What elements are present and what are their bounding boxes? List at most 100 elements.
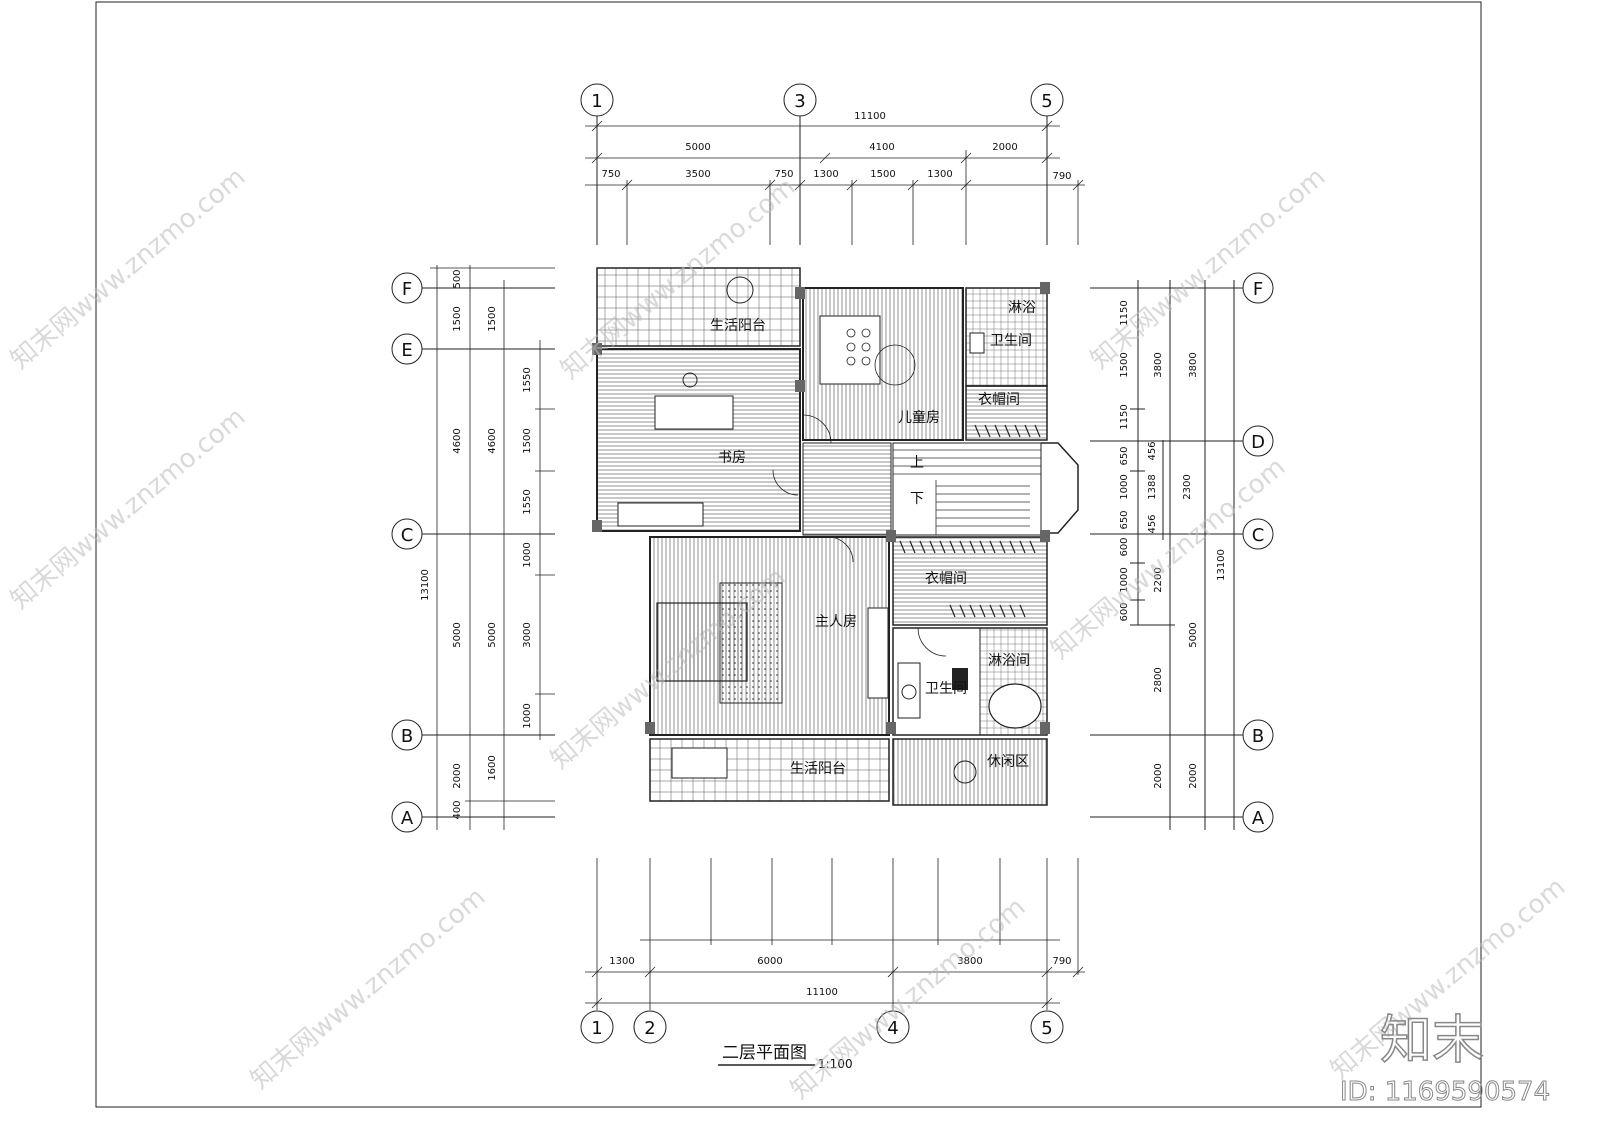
bathtub (988, 683, 1042, 729)
top-dimension-lines (585, 120, 1085, 245)
dim-left-400: 400 (452, 800, 463, 819)
axis-bottom-1: 1 (591, 1018, 602, 1039)
drawing-scale: 1:100 (818, 1057, 853, 1071)
study-chair (682, 372, 698, 388)
label-stair-down: 下 (910, 491, 924, 507)
watermark-3: 知末网www.znzmo.com (1085, 162, 1331, 375)
axis-top-3: 3 (794, 91, 805, 112)
label-kids: 儿童房 (898, 409, 940, 426)
dim-left3-3000: 3000 (522, 622, 533, 647)
dim-right3-2300: 2300 (1182, 474, 1193, 499)
dim-top-5000: 5000 (685, 142, 710, 153)
dim-bottom-1300: 1300 (609, 956, 634, 967)
watermark-1: 知末网www.znzmo.com (5, 162, 251, 375)
dim-top-2000: 2000 (992, 142, 1017, 153)
label-shower-mid: 淋浴间 (988, 653, 1030, 669)
dim-right3-2800: 2800 (1153, 667, 1164, 692)
stair-treads (893, 449, 1041, 535)
axis-right-F: F (1253, 279, 1263, 300)
dim-left2-5000: 5000 (487, 622, 498, 647)
dim-left-500: 500 (452, 269, 463, 288)
dim-bottom-3800: 3800 (957, 956, 982, 967)
label-study: 书房 (718, 450, 746, 466)
axis-bottom-5: 5 (1041, 1018, 1052, 1039)
dim-top-750a: 750 (601, 169, 620, 180)
axis-left-A: A (401, 808, 414, 829)
dim-right-1388: 1388 (1147, 474, 1158, 499)
axis-right-C: C (1252, 525, 1265, 546)
kids-bed (819, 315, 881, 385)
study-desk (654, 395, 734, 430)
bottom-dimension-lines (585, 858, 1085, 1010)
bottom-axis-markers (580, 1010, 1064, 1044)
dim-left3-1000b: 1000 (522, 703, 533, 728)
top-toilet (969, 332, 985, 354)
dim-top-750b: 750 (774, 169, 793, 180)
rug (719, 582, 783, 704)
dim-left2-4600: 4600 (487, 428, 498, 453)
axis-left-C: C (401, 525, 414, 546)
leisure-table (953, 760, 977, 784)
watermark-8: 知末网www.znzmo.com (785, 892, 1031, 1105)
study-floor (596, 348, 801, 532)
dim-top-790: 790 (1052, 171, 1071, 182)
door-swings (772, 414, 947, 657)
axis-top-5: 5 (1041, 91, 1052, 112)
axis-left-E: E (401, 340, 412, 361)
label-balcony-top: 生活阳台 (710, 318, 766, 334)
top-balcony-floor (596, 267, 801, 347)
dim-top-1300a: 1300 (813, 169, 838, 180)
dim-right-456b: 456 (1147, 514, 1158, 533)
left-axis-markers (391, 272, 555, 833)
bay-window (1041, 442, 1079, 534)
study-shelf (617, 502, 704, 527)
leisure-floor (892, 738, 1048, 806)
axis-left-B: B (401, 726, 413, 747)
wash-basin (901, 684, 917, 700)
vanity (897, 662, 921, 719)
dim-right-600b: 600 (1119, 602, 1130, 621)
dim-top-1500: 1500 (870, 169, 895, 180)
label-closet-top: 衣帽间 (978, 392, 1020, 408)
mid-closet-floor (892, 536, 1048, 626)
dim-right-1000a: 1000 (1119, 474, 1130, 499)
dim-right-1000b: 1000 (1119, 567, 1130, 592)
label-stair-up: 上 (910, 455, 924, 471)
tv-cabinet (867, 607, 889, 699)
dim-top-3500: 3500 (685, 169, 710, 180)
dim-left-4600: 4600 (452, 428, 463, 453)
dim-right-600a: 600 (1119, 537, 1130, 556)
dim-left2-1500: 1500 (487, 306, 498, 331)
axis-right-D: D (1251, 432, 1265, 453)
sheet-border (95, 1, 1482, 1108)
left-dimension-lines (430, 265, 555, 830)
dim-bottom-overall: 11100 (806, 987, 838, 998)
brand-logo: 知末 (1380, 1011, 1484, 1071)
label-closet-mid: 衣帽间 (925, 571, 967, 587)
dim-right4-3800: 3800 (1188, 352, 1199, 377)
label-master: 主人房 (815, 614, 857, 630)
axis-right-B: B (1252, 726, 1264, 747)
dim-right3-2200: 2200 (1153, 567, 1164, 592)
dim-right-650b: 650 (1119, 510, 1130, 529)
dim-right3-3800: 3800 (1153, 352, 1164, 377)
label-leisure: 休闲区 (987, 754, 1029, 770)
axis-bottom-4: 4 (887, 1018, 898, 1039)
dim-left-outer: 13100 (420, 569, 431, 601)
watermark-4: 知末网www.znzmo.com (5, 402, 251, 615)
top-axis-markers (580, 83, 1064, 245)
image-id: ID: 1169590574 (1340, 1077, 1550, 1107)
dim-left-2000: 2000 (452, 763, 463, 788)
dim-right-outer: 13100 (1216, 549, 1227, 581)
axis-left-F: F (402, 279, 412, 300)
planter-top (726, 276, 754, 304)
dim-right4-2000: 2000 (1188, 763, 1199, 788)
watermark-7: 知末网www.znzmo.com (245, 882, 491, 1095)
dim-right4-5000: 5000 (1188, 622, 1199, 647)
dim-right-456a: 456 (1147, 441, 1158, 460)
dim-right3-2000: 2000 (1153, 763, 1164, 788)
watermark-6: 知末网www.znzmo.com (1045, 452, 1291, 665)
dim-top-1300b: 1300 (927, 169, 952, 180)
dim-top-4100: 4100 (869, 142, 894, 153)
dim-right-1150b: 1150 (1119, 404, 1130, 429)
